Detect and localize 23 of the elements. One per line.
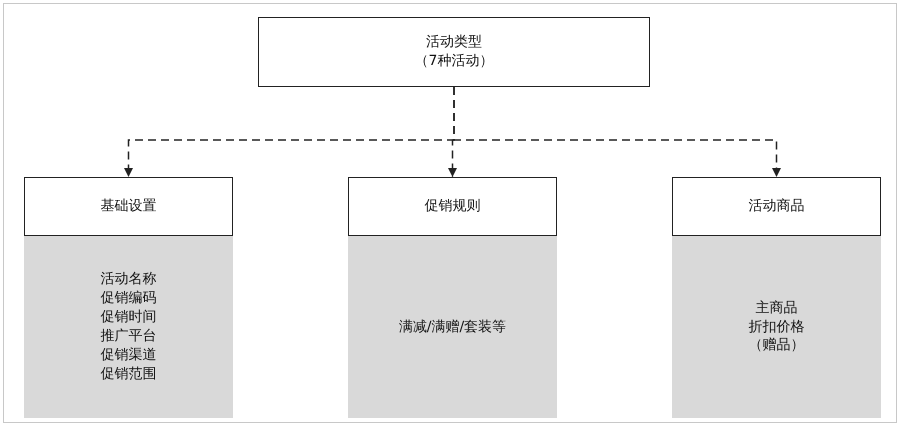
category-header-box (672, 177, 881, 236)
category-title: 基础设置 (100, 197, 156, 216)
detail-item: （赠品） (748, 336, 804, 356)
detail-item: 满减/满赠/套装等 (398, 318, 506, 336)
category-title: 促销规则 (424, 197, 480, 216)
detail-panel (348, 236, 557, 418)
detail-item: 促销范围 (100, 364, 156, 384)
detail-item: 活动名称 (100, 270, 156, 290)
detail-item: 促销渠道 (100, 346, 156, 365)
category-header-box (24, 177, 233, 236)
category-header-box (348, 177, 557, 236)
title-text: （7种活动） (414, 52, 494, 71)
detail-item: 促销时间 (100, 308, 156, 327)
detail-item: 折扣价格 (748, 318, 804, 336)
detail-panel (24, 236, 233, 418)
title-box (258, 17, 650, 87)
title-text: 活动类型 (426, 33, 482, 52)
detail-item: 主商品 (756, 298, 798, 318)
detail-panel (672, 236, 881, 418)
detail-item: 促销编码 (100, 289, 156, 308)
dashed-arrow (453, 87, 781, 177)
detail-item: 推广平台 (100, 327, 156, 346)
category-title: 活动商品 (748, 197, 804, 216)
